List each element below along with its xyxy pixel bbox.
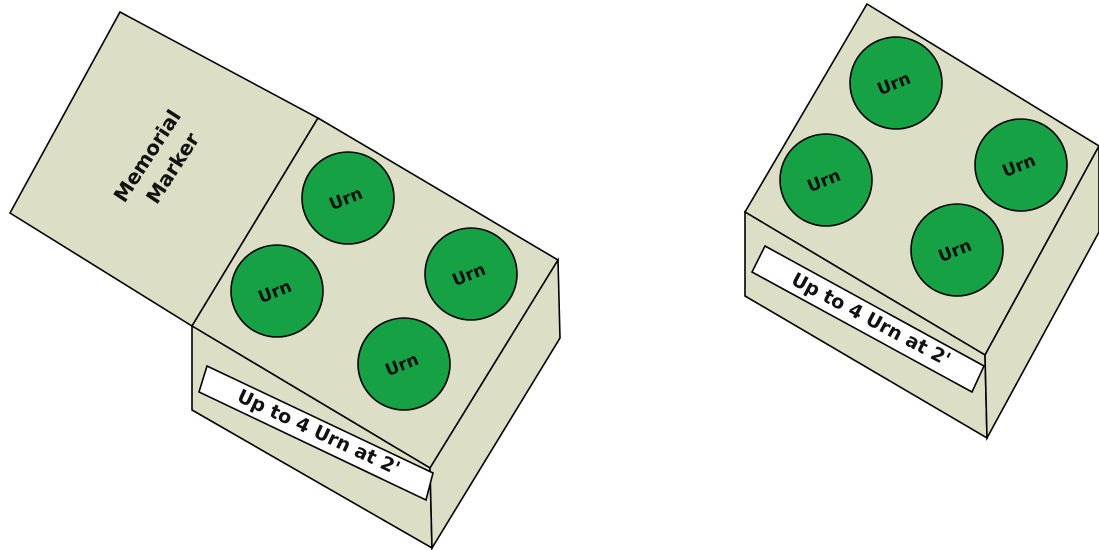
right-urn-1: Urn <box>849 36 943 130</box>
left-urn-4: Urn <box>357 317 451 411</box>
left-plaque <box>198 364 434 502</box>
right-urn-4: Urn <box>910 203 1004 297</box>
right-plot: Up to 4 Urn at 2' Urn Urn Urn Urn <box>743 2 1099 442</box>
left-plot: Memorial Marker Up to 4 Urn at 2' Urn Ur… <box>8 10 561 550</box>
right-box-right-face <box>984 145 1099 442</box>
left-urn-1: Urn <box>301 151 395 245</box>
left-urn-3: Urn <box>424 227 518 321</box>
right-plaque <box>750 244 986 394</box>
right-urn-2: Urn <box>779 133 873 227</box>
left-box-right-face <box>429 257 561 550</box>
right-urn-3: Urn <box>974 118 1068 212</box>
left-urn-2: Urn <box>230 244 324 338</box>
